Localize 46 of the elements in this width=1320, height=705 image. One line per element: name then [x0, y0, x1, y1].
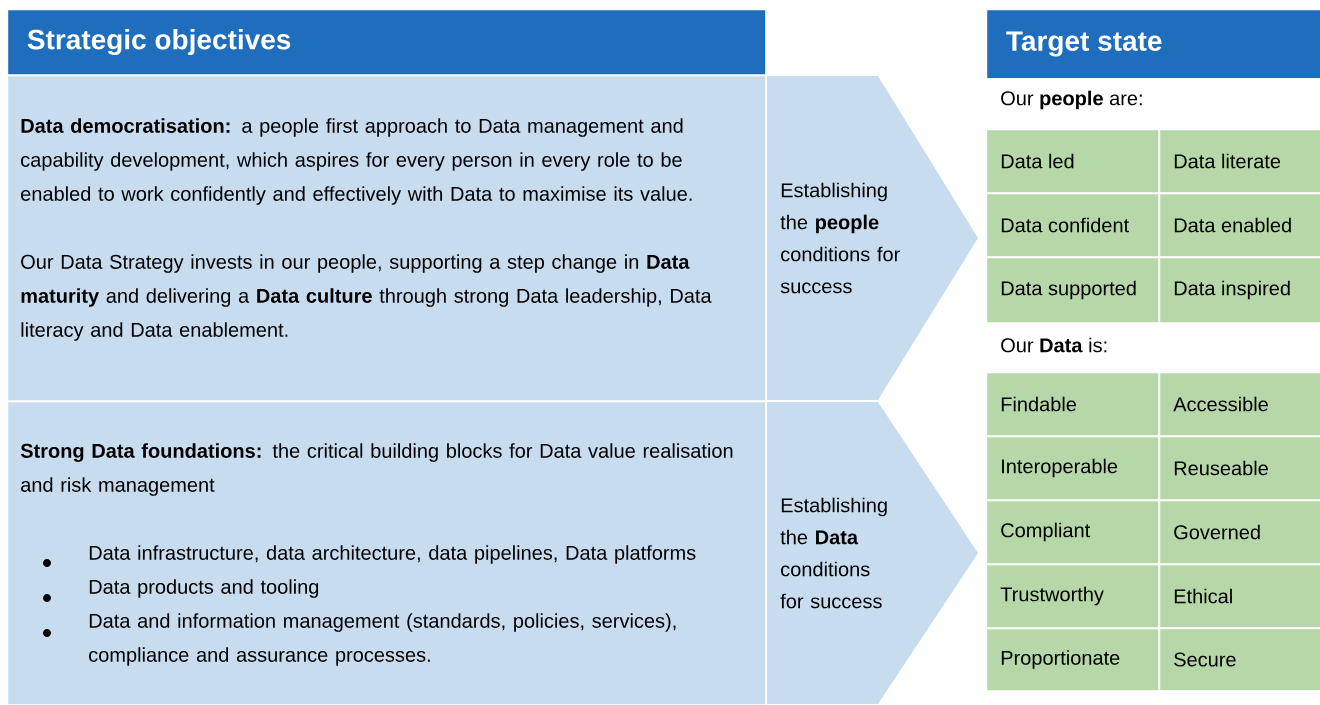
table-cell: Ethical: [1160, 565, 1320, 628]
node-label: Interoperable: [1002, 458, 1118, 478]
node-label: Data enabled: [1174, 217, 1291, 233]
node-label: Data supported: [1001, 280, 1136, 300]
node-label: Ethical: [1174, 588, 1232, 604]
table-cell: Proportionate: [987, 629, 1159, 691]
node-label: Proportionate: [1001, 650, 1120, 669]
table-cell: Trustworthy: [987, 565, 1159, 628]
node-label: Reuseable: [1174, 460, 1268, 476]
node-label: Data confident: [1001, 217, 1129, 233]
node-label: Accessible: [1173, 396, 1268, 412]
table-cell: Secure: [1160, 629, 1320, 691]
node-label: Establishing the people conditions for success: [780, 182, 900, 294]
node-label: Data led: [1001, 153, 1074, 169]
node-label: Data inspired: [1174, 280, 1290, 300]
table-cell: Accessible: [1160, 373, 1320, 436]
table-cell: Data enabled: [1160, 194, 1320, 257]
node-label: Findable: [1001, 396, 1077, 412]
node-label: Data products and tooling: [89, 579, 319, 598]
header-bar: Target state: [987, 10, 1320, 79]
table-cell: Governed: [1160, 501, 1320, 564]
node-label: Compliant: [1001, 522, 1091, 542]
node-label: Secure: [1174, 652, 1236, 667]
table-cell: Data supported: [987, 258, 1159, 323]
node-label: Data and information management (standards, policies, services), compliance and assurance processes.: [89, 613, 676, 666]
table-cell: Findable: [987, 373, 1159, 436]
section-label: Our people are:: [1001, 90, 1142, 110]
node-label: Data democratisation: a people first approach to Data management and capability development, which aspires for every person in every role to be enabled to work confidently and effectively with Data to maximise its value.: [21, 118, 692, 205]
node-label: Data literate: [1174, 153, 1281, 169]
table-cell: Data literate: [1160, 130, 1320, 193]
section-label: Our Data is:: [1001, 337, 1107, 353]
table-cell: Data inspired: [1160, 258, 1320, 323]
node-label: Strong Data foundations: the critical building blocks for Data value realisation and risk management: [20, 443, 733, 496]
chevron-banner: Establishing the Data conditions for success: [767, 402, 978, 704]
chevron-banner: Establishing the people conditions for success: [767, 76, 978, 400]
table-cell: Data led: [987, 130, 1159, 193]
node-label: Trustworthy: [1000, 586, 1104, 606]
header-bar: Strategic objectives: [8, 10, 766, 75]
node-label: Establishing the Data conditions for success: [780, 497, 887, 609]
node-label: Governed: [1174, 524, 1260, 540]
table-cell: Data confident: [987, 194, 1159, 257]
node-label: Our Data Strategy invests in our people, supporting a step change in Data maturity and delivering a Data culture through strong Data leadership, Data literacy and Data enablement.: [21, 254, 712, 341]
table-cell: Compliant: [987, 501, 1159, 564]
node-label: Data infrastructure, data architecture, data pipelines, Data platforms: [89, 545, 696, 564]
table-cell: Interoperable: [987, 437, 1159, 500]
table-cell: Reuseable: [1160, 437, 1320, 500]
